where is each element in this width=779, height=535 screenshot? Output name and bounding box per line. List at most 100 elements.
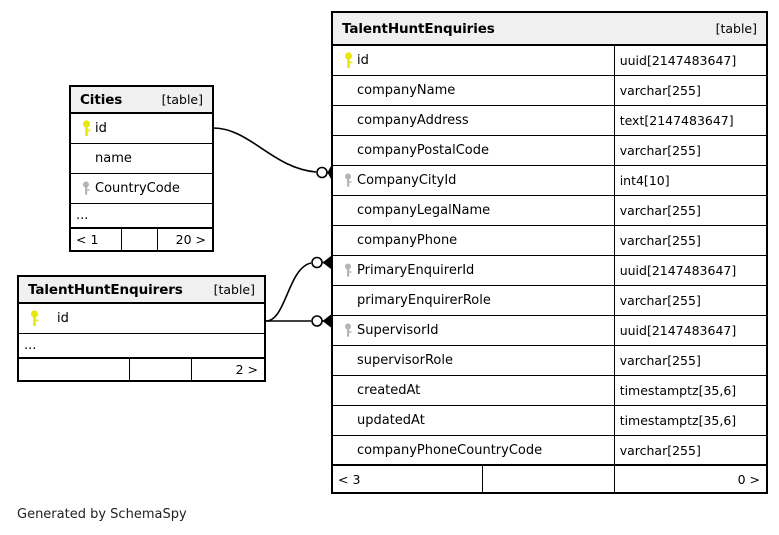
footer-next-button[interactable]: 20 > xyxy=(157,229,212,250)
more-columns-indicator: ... xyxy=(71,204,212,229)
table-row[interactable]: SupervisorId uuid[2147483647] xyxy=(333,316,766,346)
column-name-cell: updatedAt xyxy=(333,406,614,435)
column-type: varchar[255] xyxy=(613,196,766,225)
foreign-key-icon xyxy=(339,263,357,278)
table-header: Cities [table] xyxy=(71,87,212,114)
column-name: companyPostalCode xyxy=(357,143,489,158)
column-name: id xyxy=(357,53,369,68)
primary-key-icon xyxy=(25,310,43,327)
column-name-cell: companyName xyxy=(333,76,614,105)
column-name: SupervisorId xyxy=(357,323,439,338)
column-name: companyAddress xyxy=(357,113,469,128)
column-name-cell: CountryCode xyxy=(71,174,212,203)
table-row[interactable]: companyName varchar[255] xyxy=(333,76,766,106)
table-row[interactable]: companyAddress text[2147483647] xyxy=(333,106,766,136)
footer-prev-button[interactable]: < 3 xyxy=(338,471,361,487)
table-cities[interactable]: Cities [table] id name CountryCode xyxy=(69,85,214,252)
footer-middle-cell xyxy=(129,359,191,380)
footer-prev-button[interactable] xyxy=(19,359,129,380)
table-row[interactable]: updatedAt timestamptz[35,6] xyxy=(333,406,766,436)
table-row[interactable]: supervisorRole varchar[255] xyxy=(333,346,766,376)
column-name: companyName xyxy=(357,83,456,98)
table-row[interactable]: companyPostalCode varchar[255] xyxy=(333,136,766,166)
column-name: primaryEnquirerRole xyxy=(357,293,491,308)
column-name: id xyxy=(57,311,69,326)
table-title: TalentHuntEnquiries xyxy=(342,20,495,37)
table-row[interactable]: createdAt timestamptz[35,6] xyxy=(333,376,766,406)
table-row[interactable]: companyLegalName varchar[255] xyxy=(333,196,766,226)
column-name: CompanyCityId xyxy=(357,173,457,188)
column-name-cell: PrimaryEnquirerId xyxy=(333,256,614,285)
table-header: TalentHuntEnquirers [table] xyxy=(19,277,264,304)
column-type: uuid[2147483647] xyxy=(613,316,766,345)
column-name-cell: name xyxy=(71,144,212,173)
column-name: id xyxy=(95,121,107,136)
table-row[interactable]: id uuid[2147483647] xyxy=(333,46,766,76)
column-type: varchar[255] xyxy=(613,76,766,105)
column-name-cell: createdAt xyxy=(333,376,614,405)
table-footer: < 1 20 > xyxy=(71,229,212,250)
column-name: companyLegalName xyxy=(357,203,491,218)
column-type: int4[10] xyxy=(613,166,766,195)
table-header: TalentHuntEnquiries [table] xyxy=(333,13,766,46)
footer-next-button[interactable]: 0 > xyxy=(613,466,766,492)
table-row[interactable]: primaryEnquirerRole varchar[255] xyxy=(333,286,766,316)
generated-by-caption: Generated by SchemaSpy xyxy=(17,507,187,522)
table-row[interactable]: id xyxy=(19,304,264,334)
foreign-key-icon xyxy=(339,323,357,338)
table-talent-hunt-enquiries[interactable]: TalentHuntEnquiries [table] id uuid[2147… xyxy=(331,11,768,494)
column-type: text[2147483647] xyxy=(613,106,766,135)
column-name-cell: supervisorRole xyxy=(333,346,614,375)
table-row[interactable]: PrimaryEnquirerId uuid[2147483647] xyxy=(333,256,766,286)
primary-key-icon xyxy=(339,52,357,69)
column-name-cell: companyLegalName xyxy=(333,196,614,225)
column-name-cell: primaryEnquirerRole xyxy=(333,286,614,315)
table-talent-hunt-enquirers[interactable]: TalentHuntEnquirers [table] id ... 2 > xyxy=(17,275,266,382)
table-row[interactable]: companyPhone varchar[255] xyxy=(333,226,766,256)
table-row[interactable]: CountryCode xyxy=(71,174,212,204)
table-row[interactable]: name xyxy=(71,144,212,174)
column-type: varchar[255] xyxy=(613,436,766,464)
table-row[interactable]: id xyxy=(71,114,212,144)
column-name-cell: companyAddress xyxy=(333,106,614,135)
foreign-key-icon xyxy=(77,181,95,196)
column-name: createdAt xyxy=(357,383,421,398)
column-name: name xyxy=(95,151,132,166)
column-type: varchar[255] xyxy=(613,286,766,315)
column-type: varchar[255] xyxy=(613,136,766,165)
column-name-cell: id xyxy=(333,46,614,75)
column-type: uuid[2147483647] xyxy=(613,46,766,75)
table-type-tag: [table] xyxy=(161,92,203,107)
column-name-cell: SupervisorId xyxy=(333,316,614,345)
column-type: timestamptz[35,6] xyxy=(613,376,766,405)
foreign-key-icon xyxy=(339,173,357,188)
table-title: Cities xyxy=(80,91,123,108)
column-name-cell: companyPhoneCountryCode xyxy=(333,436,614,464)
column-type: varchar[255] xyxy=(613,226,766,255)
column-name-cell: companyPostalCode xyxy=(333,136,614,165)
column-name: companyPhone xyxy=(357,233,458,248)
column-name-cell: companyPhone xyxy=(333,226,614,255)
footer-next-button[interactable]: 2 > xyxy=(191,359,264,380)
footer-prev-button[interactable]: < 1 xyxy=(76,232,99,247)
table-type-tag: [table] xyxy=(715,21,757,36)
table-footer: 2 > xyxy=(19,359,264,380)
table-type-tag: [table] xyxy=(213,282,255,297)
column-name: supervisorRole xyxy=(357,353,453,368)
column-name-cell: id xyxy=(71,114,212,143)
column-name: PrimaryEnquirerId xyxy=(357,263,475,278)
more-columns-indicator: ... xyxy=(19,334,264,359)
edge-cities-to-companycityid xyxy=(212,127,331,179)
column-name-cell: id xyxy=(19,304,264,333)
column-name: companyPhoneCountryCode xyxy=(357,442,543,458)
table-row[interactable]: CompanyCityId int4[10] xyxy=(333,166,766,196)
edge-enquirers-to-supervisorid xyxy=(266,314,331,328)
footer-middle-cell xyxy=(121,229,157,250)
edge-enquirers-to-primaryenquirerid xyxy=(265,256,331,322)
column-type: uuid[2147483647] xyxy=(613,256,766,285)
table-row[interactable]: companyPhoneCountryCode varchar[255] xyxy=(333,436,766,466)
table-footer: < 3 0 > xyxy=(333,466,766,492)
table-title: TalentHuntEnquirers xyxy=(28,281,183,298)
footer-middle-cell xyxy=(482,466,613,492)
